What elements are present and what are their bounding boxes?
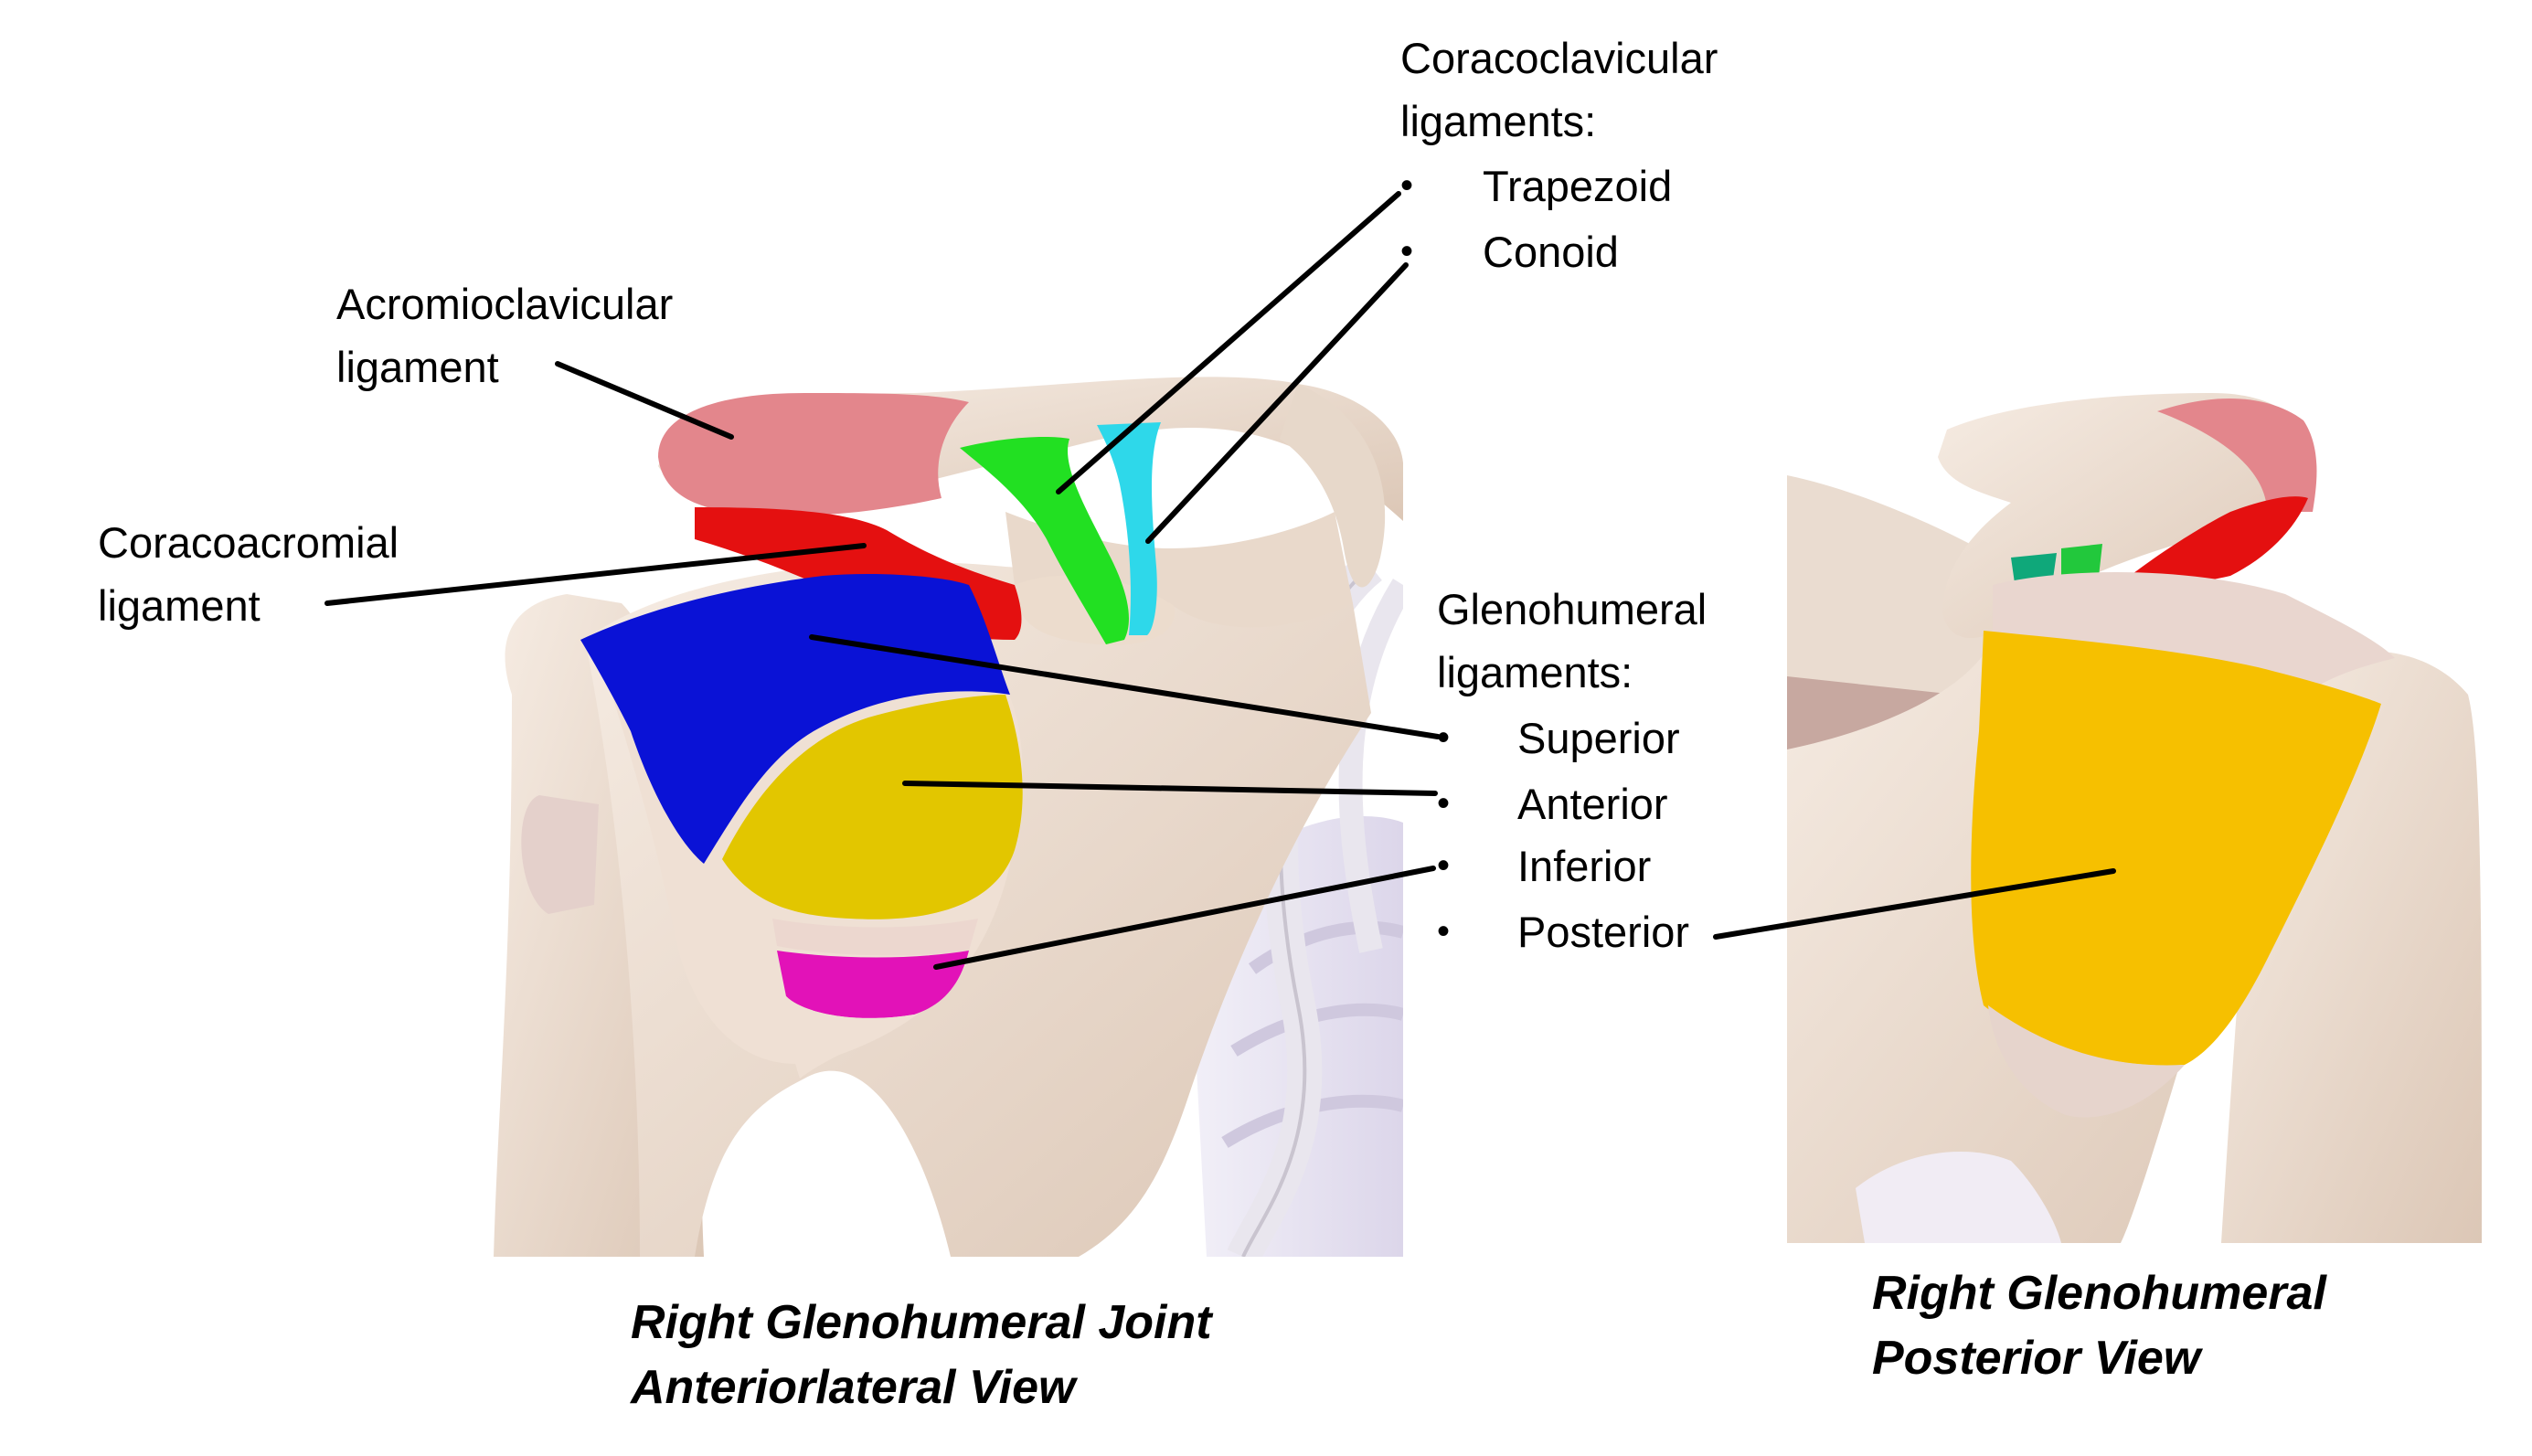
- coracoclavicular-heading-line2: ligaments:: [1400, 97, 1597, 145]
- superior-glenohumeral-ligament: [580, 574, 1010, 864]
- inferior-label: Inferior: [1517, 842, 1652, 890]
- bullet-superior: •: [1437, 717, 1451, 758]
- acromioclavicular-ligament: [658, 393, 969, 516]
- bullet-posterior: •: [1437, 911, 1451, 951]
- trapezoid-ligament: [960, 437, 1129, 644]
- leader-anterior: [902, 781, 1438, 796]
- superior-label: Superior: [1517, 714, 1680, 762]
- bullet-trapezoid: •: [1400, 165, 1414, 206]
- coracoacromial-label-line2: ligament: [98, 581, 261, 630]
- leader-coracoacromial: [324, 543, 867, 606]
- posterior-coracoacromial-ligament: [2130, 496, 2308, 583]
- anterior-caption-line2: Anteriorlateral View: [631, 1361, 1076, 1414]
- leader-lines: [324, 191, 2116, 970]
- leader-inferior: [933, 866, 1436, 970]
- leader-conoid: [1145, 262, 1409, 544]
- leader-superior: [809, 634, 1441, 739]
- bullet-anterior: •: [1437, 783, 1451, 824]
- anterior-glenohumeral-ligament: [722, 695, 1023, 919]
- anterolateral-view-illustration: [484, 347, 1403, 1257]
- posterior-glenohumeral-ligament: [1971, 631, 2381, 1066]
- coracoacromial-label-line1: Coracoacromial: [98, 518, 399, 567]
- coracoclavicular-heading-line1: Coracoclavicular: [1400, 34, 1718, 82]
- posterior-view-illustration: [1787, 393, 2482, 1243]
- glenohumeral-heading-line2: ligaments:: [1437, 648, 1633, 696]
- leader-acromioclavicular: [555, 361, 734, 440]
- conoid-ligament: [1097, 422, 1161, 635]
- acromioclavicular-label-line2: ligament: [336, 343, 499, 391]
- inferior-glenohumeral-ligament: [777, 951, 969, 1018]
- leader-trapezoid: [1056, 191, 1401, 494]
- leader-posterior: [1713, 868, 2116, 940]
- posterior-caption-line1: Right Glenohumeral: [1872, 1267, 2326, 1320]
- trapezoid-label: Trapezoid: [1483, 162, 1673, 210]
- anterior-caption-line1: Right Glenohumeral Joint: [631, 1296, 1212, 1349]
- acromioclavicular-label-line1: Acromioclavicular: [336, 280, 674, 328]
- anterior-label: Anterior: [1517, 780, 1668, 828]
- posterior-label: Posterior: [1517, 908, 1690, 956]
- conoid-label: Conoid: [1483, 228, 1619, 276]
- posterior-caption-line2: Posterior View: [1872, 1332, 2201, 1385]
- bullet-inferior: •: [1437, 845, 1451, 886]
- bullet-conoid: •: [1400, 231, 1414, 271]
- glenohumeral-heading-line1: Glenohumeral: [1437, 585, 1708, 633]
